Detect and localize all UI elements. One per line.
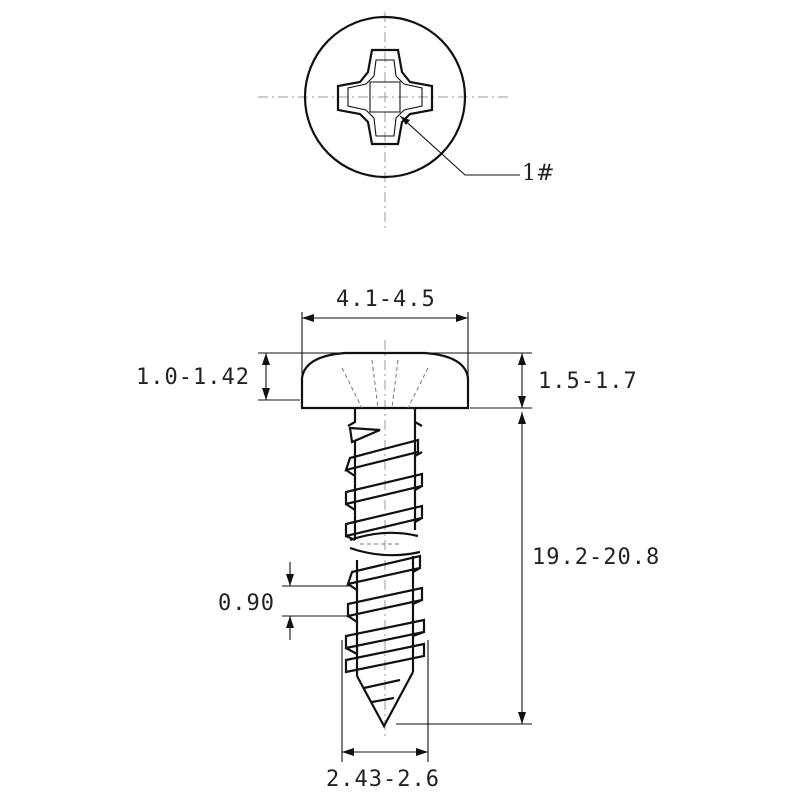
head-top-view: 1# xyxy=(258,12,554,230)
callout-leader-line xyxy=(399,115,520,176)
phillips-recess-center xyxy=(369,81,401,113)
dim-thread-diameter-label: 2.43-2.6 xyxy=(326,767,440,792)
break-line xyxy=(349,531,421,557)
dim-head-diameter: 4.1-4.5 xyxy=(301,287,469,378)
callout-label: 1# xyxy=(522,161,554,186)
screw-tip xyxy=(356,671,414,729)
tip-thread xyxy=(363,678,401,704)
head-outline-circle xyxy=(303,15,467,179)
dim-head-total-height-label: 1.5-1.7 xyxy=(538,369,638,394)
dim-length-label: 19.2-20.8 xyxy=(532,545,660,570)
pan-head-outline xyxy=(300,351,470,410)
dim-head-diameter-label: 4.1-4.5 xyxy=(336,287,436,312)
callout-arrowhead xyxy=(400,116,410,125)
dim-head-height-label: 1.0-1.42 xyxy=(136,365,250,390)
upper-thread xyxy=(344,422,424,542)
dim-thread-diameter: 2.43-2.6 xyxy=(326,640,440,792)
screw-side-view xyxy=(300,340,470,740)
phillips-recess-inner xyxy=(347,59,423,137)
dim-head-total-height: 1.5-1.7 xyxy=(430,352,638,409)
dim-thread-pitch-label: 0.90 xyxy=(218,591,275,616)
phillips-recess-outline xyxy=(336,48,434,146)
dim-thread-pitch: 0.90 xyxy=(218,562,352,640)
dim-head-height: 1.0-1.42 xyxy=(136,352,420,401)
recess-hidden-lines xyxy=(341,359,429,409)
lower-thread xyxy=(344,554,426,676)
dim-length: 19.2-20.8 xyxy=(396,412,660,725)
